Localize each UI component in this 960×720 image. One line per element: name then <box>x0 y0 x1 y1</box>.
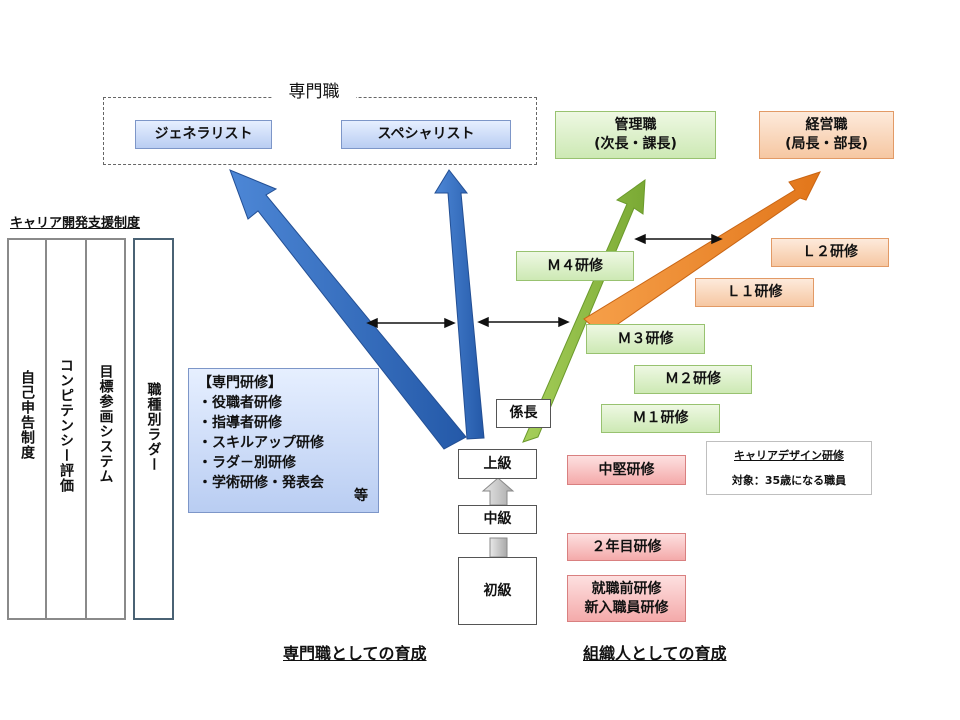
level-chukyu: 中級 <box>458 505 537 534</box>
training-l2: Ｌ２研修 <box>771 238 889 267</box>
specialized-training-header: 【専門研修】 <box>198 375 282 391</box>
double-arrow-right <box>634 233 723 245</box>
gray-arrow-lower <box>489 537 508 558</box>
generalist-box: ジェネラリスト <box>135 120 272 149</box>
management-title: 管理職 <box>614 117 657 134</box>
specialized-training-item: ・ラダ－別研修 <box>198 455 296 471</box>
executive-subtitle: (局長・部長) <box>785 136 868 152</box>
training-shushoku: 就職前研修 新入職員研修 <box>567 575 686 622</box>
career-column-competency: コンピテンシー評価 <box>45 238 87 620</box>
career-column-competency-label: コンピテンシー評価 <box>58 358 74 493</box>
training-ninenme: ２年目研修 <box>567 533 686 561</box>
bottom-label-organization: 組織人としての育成 <box>583 644 727 663</box>
specialized-training-item: ・役職者研修 <box>198 395 282 411</box>
gray-arrow-upper <box>481 477 515 506</box>
level-shokyu: 初級 <box>458 557 537 625</box>
specialized-training-box: 【専門研修】 ・役職者研修 ・指導者研修 ・スキルアップ研修 ・ラダ－別研修 ・… <box>188 368 379 513</box>
management-box: 管理職 (次長・課長) <box>555 111 716 159</box>
training-shushoku-line1: 就職前研修 <box>591 580 662 597</box>
level-kakaricho: 係長 <box>496 399 551 428</box>
career-design-box: キャリアデザイン研修 対象：35歳になる職員 <box>706 441 872 495</box>
training-m3: Ｍ３研修 <box>586 324 705 354</box>
career-column-goal-system: 目標参画システム <box>85 238 126 620</box>
specialized-training-item: ・学術研修・発表会 <box>198 475 324 491</box>
training-m4: Ｍ４研修 <box>516 251 634 281</box>
orange-arrow-executive <box>583 171 821 336</box>
career-column-goal-system-label: 目標参画システム <box>97 364 114 484</box>
training-m1: Ｍ１研修 <box>601 404 720 433</box>
executive-box: 経営職 (局長・部長) <box>759 111 894 159</box>
training-chuken: 中堅研修 <box>567 455 686 485</box>
training-l1: Ｌ１研修 <box>695 278 814 307</box>
career-support-title: キャリア開発支援制度 <box>10 216 141 231</box>
career-column-self-report: 自己申告制度 <box>7 238 47 620</box>
career-column-ladder-label: 職種別ラダー <box>145 382 162 472</box>
training-shushoku-line2: 新入職員研修 <box>584 599 669 616</box>
training-m2: Ｍ２研修 <box>634 365 752 394</box>
career-design-title: キャリアデザイン研修 <box>734 449 844 462</box>
career-design-target: 対象：35歳になる職員 <box>731 474 847 487</box>
blue-arrow-specialist <box>434 169 485 440</box>
specialized-training-item: ・スキルアップ研修 <box>198 435 324 451</box>
career-column-self-report-label: 自己申告制度 <box>19 370 35 460</box>
double-arrow-middle <box>477 316 570 328</box>
executive-title: 経営職 <box>805 117 848 134</box>
management-subtitle: (次長・課長) <box>594 136 677 152</box>
career-column-ladder: 職種別ラダー <box>133 238 174 620</box>
blue-arrow-generalist <box>229 169 467 450</box>
double-arrow-left <box>366 317 456 329</box>
bottom-label-specialist: 専門職としての育成 <box>283 644 427 663</box>
specialist-title: 専門職 <box>272 80 356 104</box>
specialized-training-suffix: 等 <box>354 488 368 504</box>
specialized-training-item: ・指導者研修 <box>198 415 282 431</box>
level-jokyu: 上級 <box>458 449 537 479</box>
specialist-box: スペシャリスト <box>341 120 511 149</box>
